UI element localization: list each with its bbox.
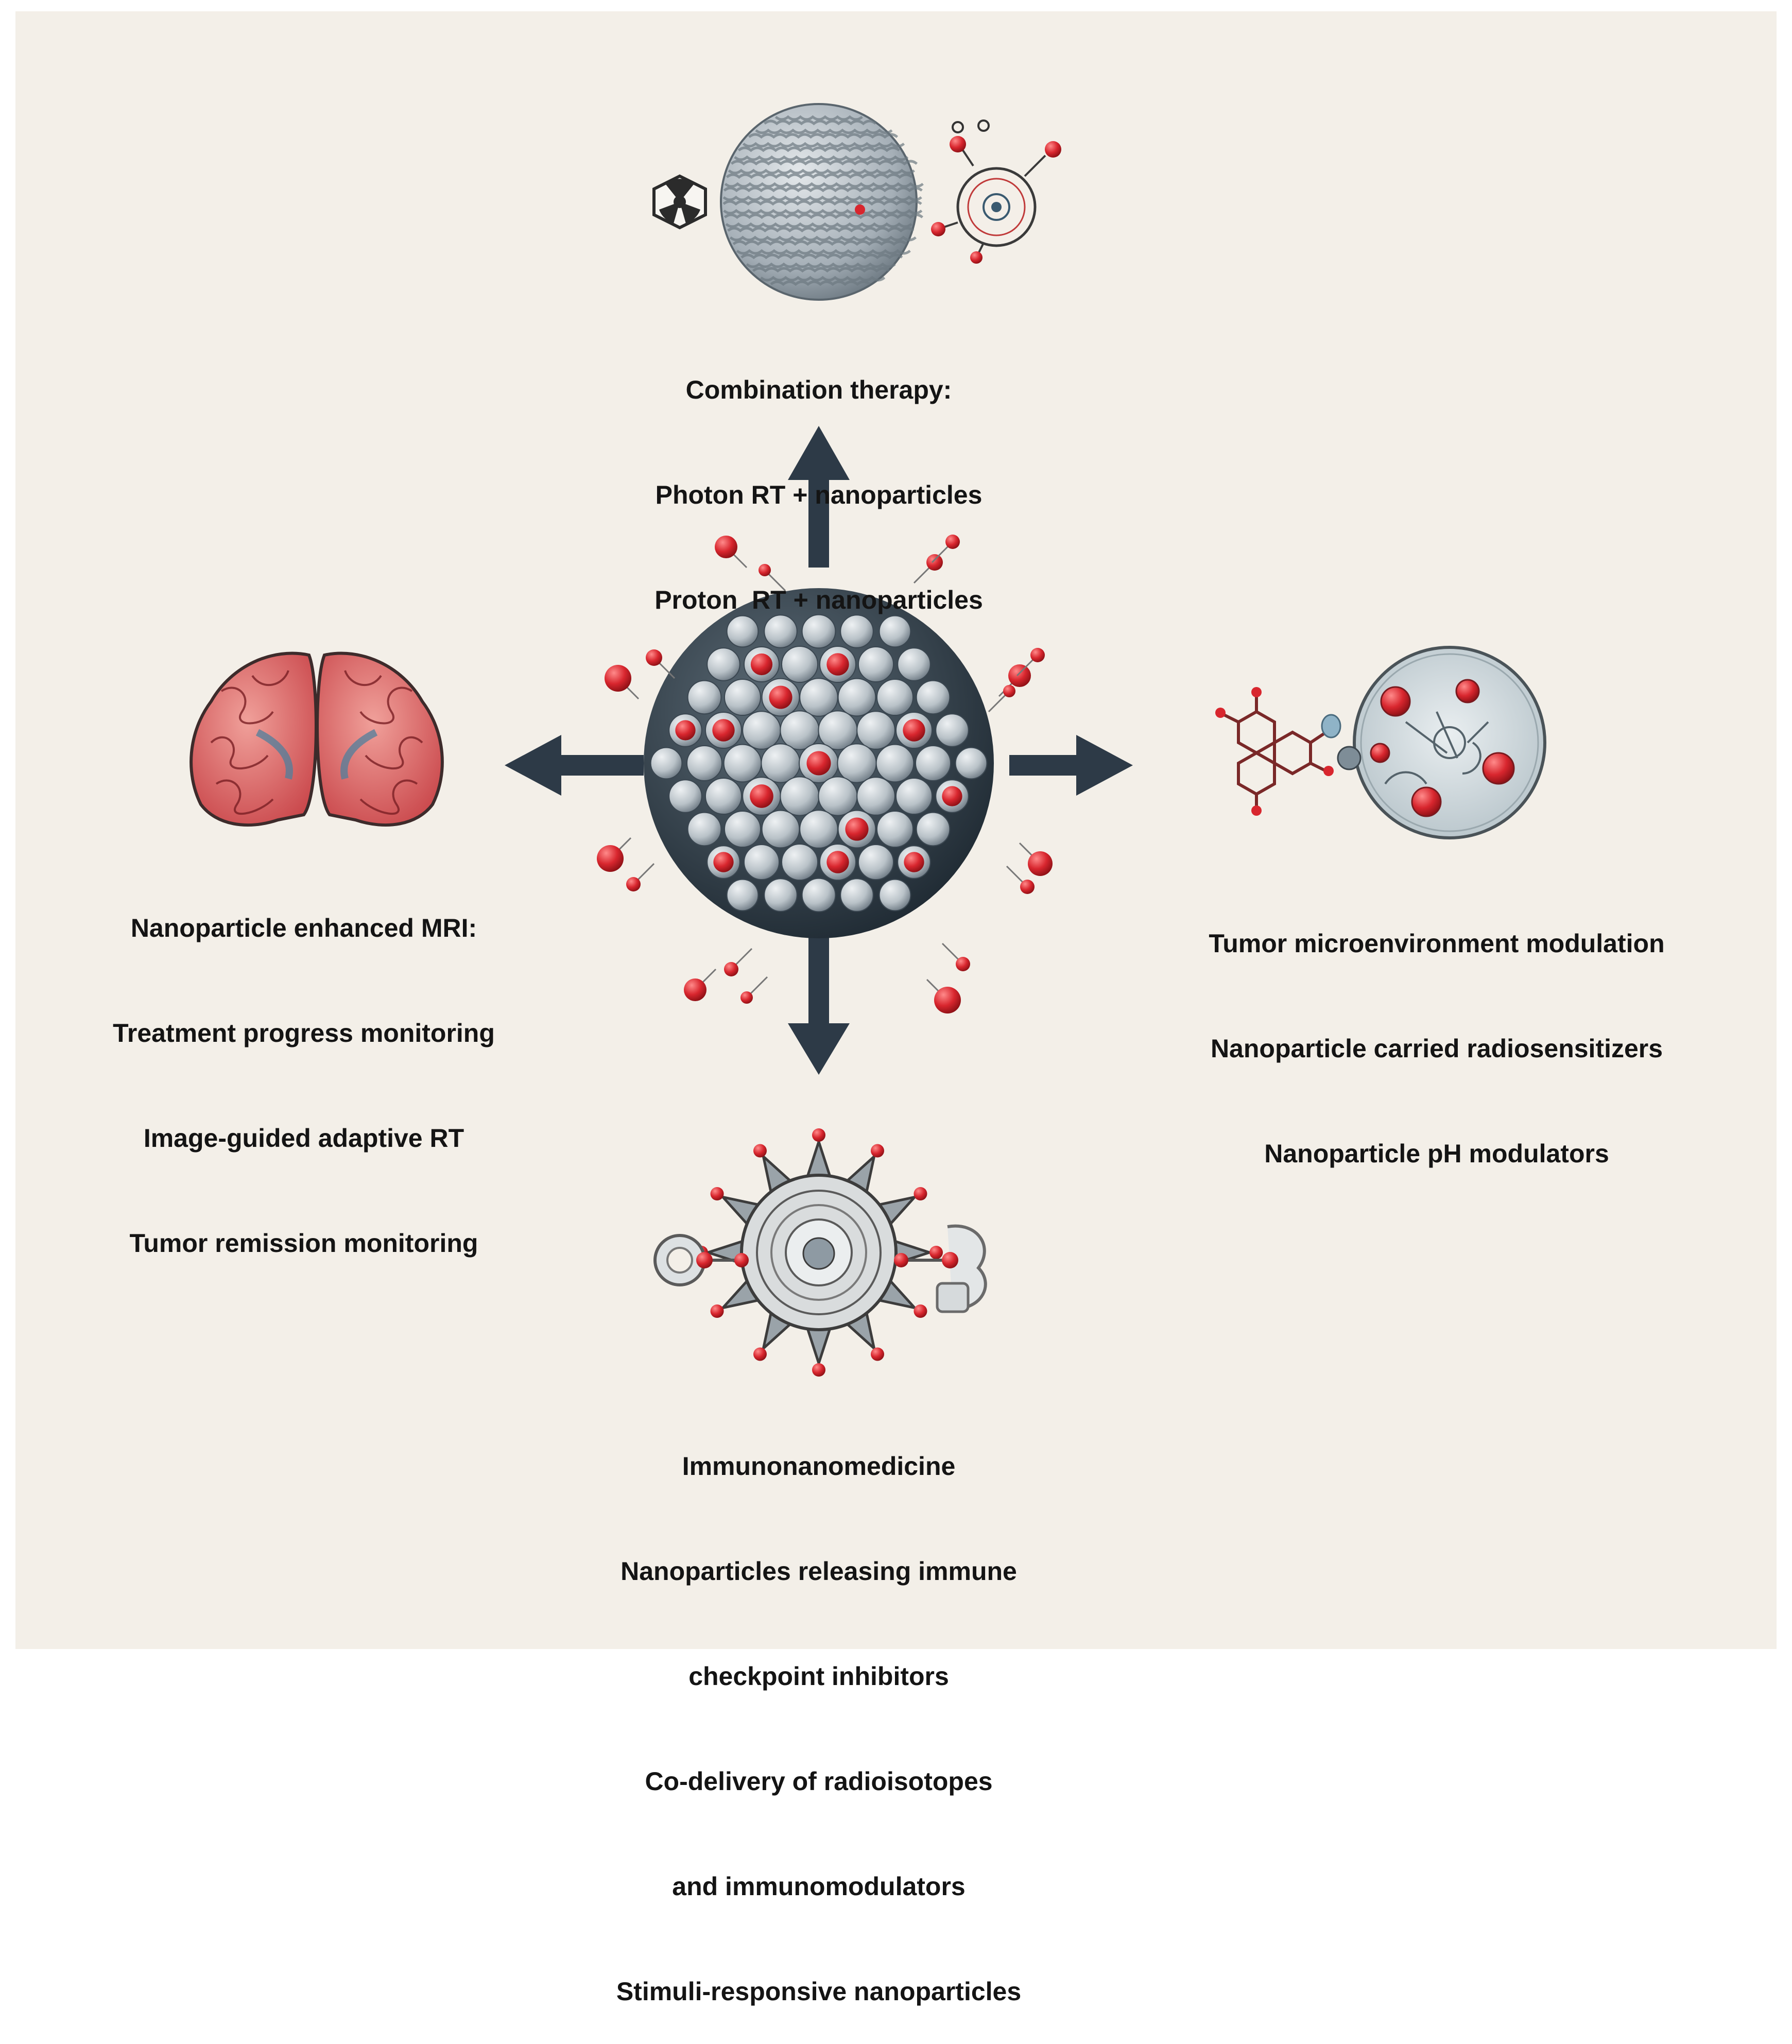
caption-top: Combination therapy: Photon RT + nanopar… <box>561 302 1076 652</box>
caption-bottom-line-5: and immunomodulators <box>672 1872 966 1901</box>
antibody-left-icon <box>653 1234 749 1286</box>
radiation-hazard-icon <box>652 174 707 230</box>
tumor-sphere-icon <box>720 103 924 301</box>
immune-cell-icon <box>695 1128 943 1377</box>
caption-top-line-3: Proton RT + nanoparticles <box>654 586 983 614</box>
caption-right-line-3: Nanoparticle pH modulators <box>1264 1139 1609 1168</box>
nanoparticle-cluster-icon <box>597 535 1053 1014</box>
microenvironment-dish-icon <box>1337 646 1546 839</box>
caption-left: Nanoparticle enhanced MRI: Treatment pro… <box>46 840 561 1296</box>
arrow-left <box>505 735 644 796</box>
diagram-graphics <box>189 103 1546 1377</box>
caption-top-line-1: Combination therapy: <box>685 375 952 404</box>
caption-left-line-2: Treatment progress monitoring <box>113 1019 495 1047</box>
caption-right-line-1: Tumor microenvironment modulation <box>1209 929 1665 958</box>
arrow-down <box>788 933 850 1075</box>
molecule-structure-icon <box>1215 687 1341 816</box>
caption-right: Tumor microenvironment modulation Nanopa… <box>1143 856 1730 1206</box>
caption-bottom-line-4: Co-delivery of radioisotopes <box>645 1767 993 1796</box>
caption-bottom-line-2: Nanoparticles releasing immune <box>621 1557 1017 1586</box>
caption-left-line-4: Tumor remission monitoring <box>129 1229 478 1258</box>
caption-top-line-2: Photon RT + nanoparticles <box>655 480 983 509</box>
antibody-right-icon <box>894 1224 987 1313</box>
arrow-right <box>1009 735 1133 796</box>
caption-left-line-3: Image-guided adaptive RT <box>143 1124 464 1153</box>
cell-molecule-icon <box>931 119 1061 264</box>
caption-bottom-line-3: checkpoint inhibitors <box>688 1662 949 1691</box>
arrow-up <box>788 426 850 568</box>
caption-bottom: Immunonanomedicine Nanoparticles releasi… <box>536 1379 1102 2044</box>
caption-bottom-line-6: Stimuli-responsive nanoparticles <box>616 1977 1022 2006</box>
caption-left-line-1: Nanoparticle enhanced MRI: <box>130 914 477 942</box>
caption-bottom-line-1: Immunonanomedicine <box>682 1452 956 1481</box>
caption-right-line-2: Nanoparticle carried radiosensitizers <box>1210 1034 1663 1063</box>
brain-mri-icon <box>189 651 444 827</box>
diagram-canvas: Combination therapy: Photon RT + nanopar… <box>15 11 1777 2006</box>
